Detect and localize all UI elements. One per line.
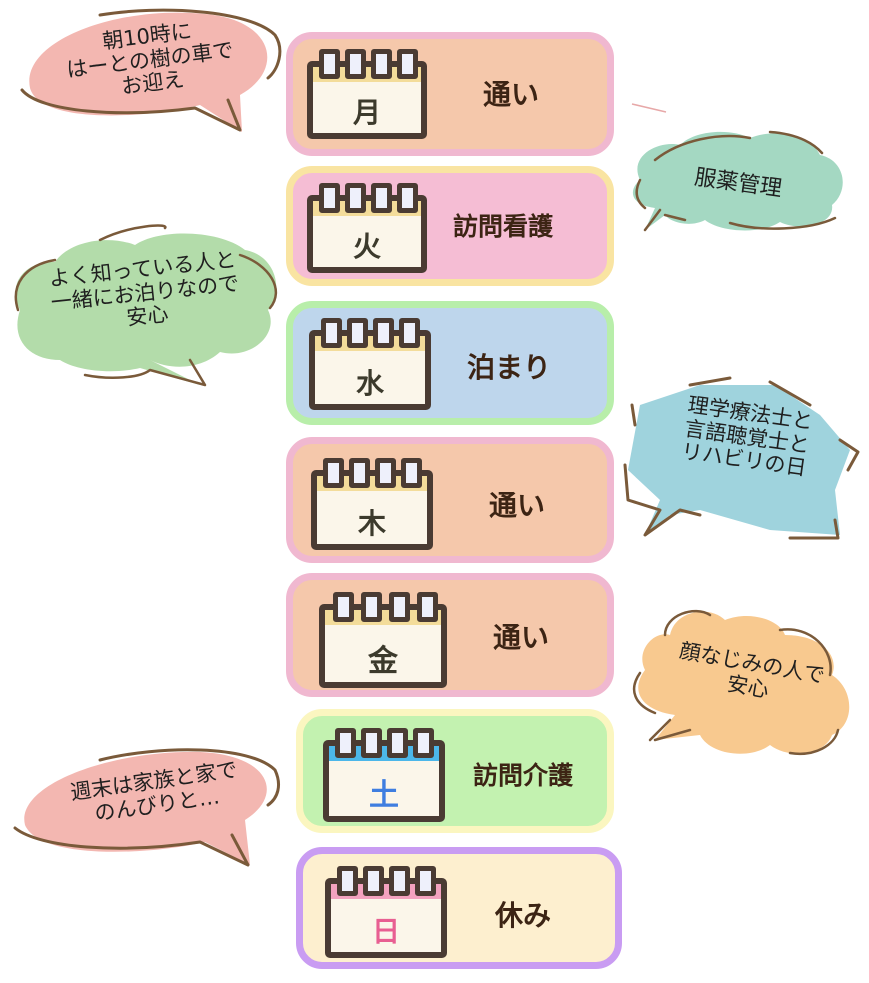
activity-label: 訪問介護 xyxy=(473,761,574,790)
activity-label: 休み xyxy=(495,899,552,932)
activity-label: 通い xyxy=(489,489,546,522)
day-label: 金 xyxy=(368,644,398,679)
calendar-icon: 月 xyxy=(307,49,427,139)
day-label: 火 xyxy=(352,230,381,263)
day-label: 日 xyxy=(371,915,400,948)
activity-label: 通い xyxy=(483,78,540,111)
activity-label: 訪問看護 xyxy=(453,212,554,241)
calendar-icon: 水 xyxy=(309,318,431,410)
day-label: 月 xyxy=(352,96,381,129)
speech-bubble-shape xyxy=(14,224,278,387)
calendar-icon: 土 xyxy=(323,728,445,822)
speech-bubble-shape xyxy=(623,376,860,540)
schedule-card-monday: 月 通い xyxy=(286,32,614,156)
speech-bubble-shape xyxy=(20,8,282,132)
schedule-card-wednesday: 水 泊まり xyxy=(286,301,614,425)
calendar-icon: 火 xyxy=(307,183,427,273)
schedule-card-tuesday: 火 訪問看護 xyxy=(286,166,614,286)
activity-label: 通い xyxy=(493,621,550,654)
day-label: 木 xyxy=(357,507,386,540)
schedule-card-thursday: 木 通い xyxy=(286,437,614,563)
activity-label: 泊まり xyxy=(467,351,552,384)
decorative-stroke xyxy=(631,103,667,113)
day-label: 水 xyxy=(355,367,384,400)
speech-bubble-shape xyxy=(632,130,843,232)
calendar-icon: 日 xyxy=(325,866,447,958)
schedule-card-sunday: 日 休み xyxy=(296,847,622,969)
schedule-card-friday: 金 通い xyxy=(286,573,614,697)
speech-bubble-shape xyxy=(632,609,850,756)
calendar-icon: 木 xyxy=(311,458,433,550)
schedule-card-saturday: 土 訪問介護 xyxy=(296,709,614,833)
speech-bubble-shape xyxy=(13,748,280,867)
day-label: 土 xyxy=(369,778,399,813)
calendar-icon: 金 xyxy=(319,592,447,688)
